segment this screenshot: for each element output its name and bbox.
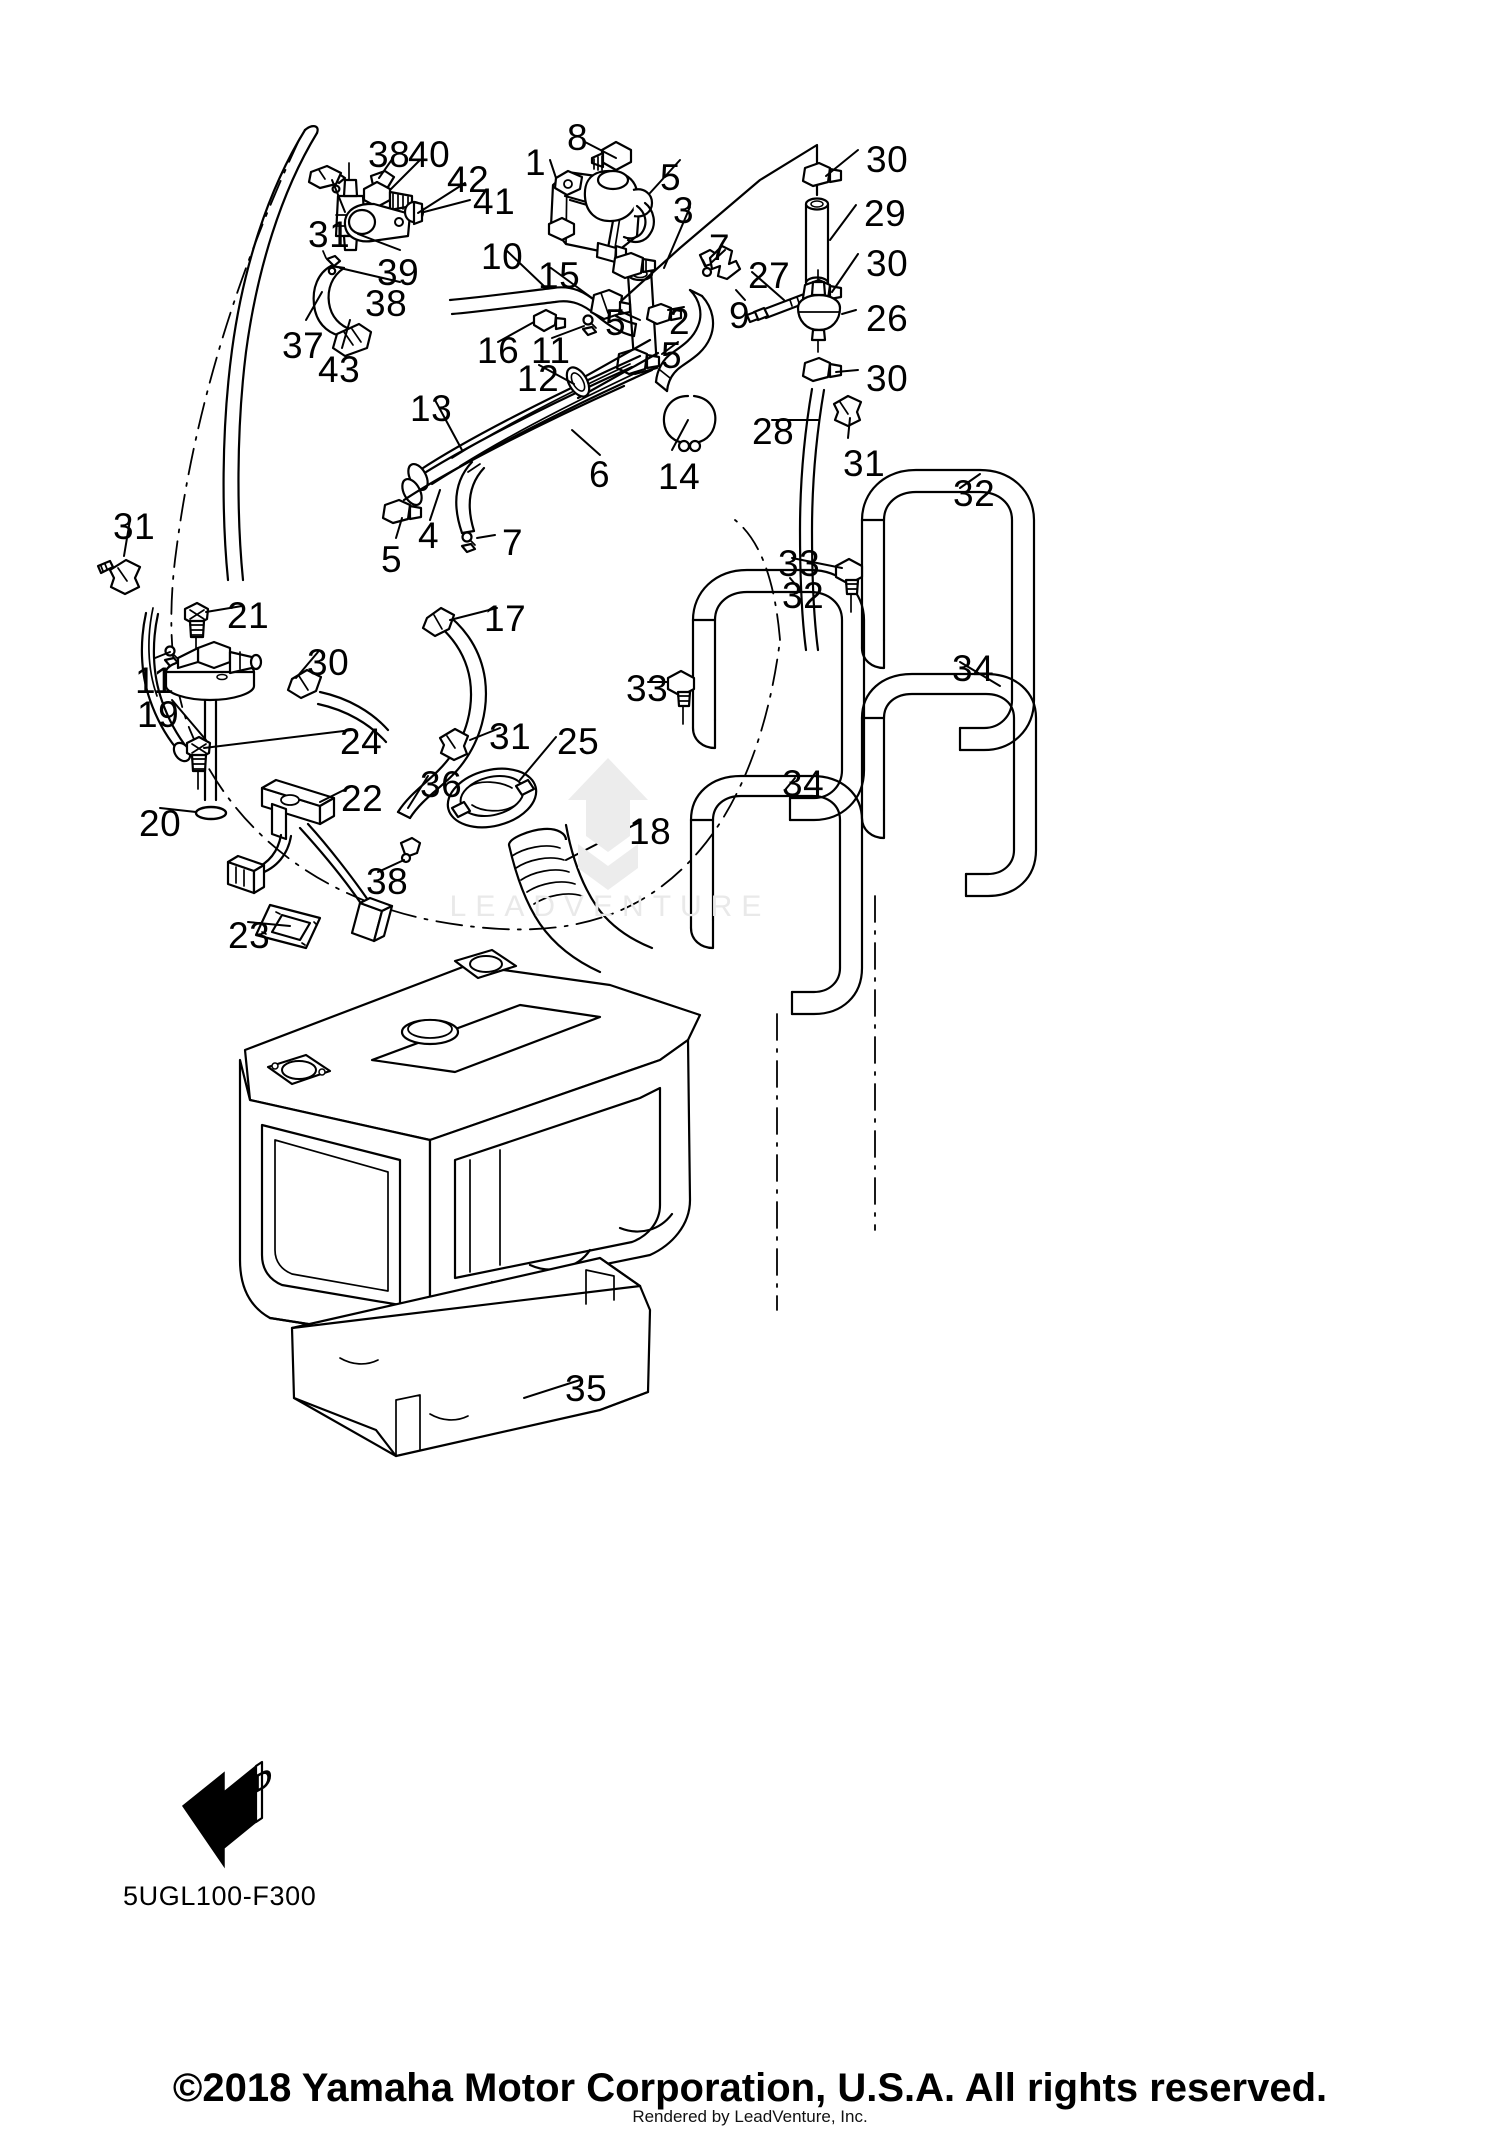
callout-number: 18 (629, 811, 672, 852)
callout-number: 7 (709, 227, 731, 268)
callout-number: 33 (778, 543, 821, 584)
callout-number: 43 (318, 349, 361, 390)
callout-number: 3 (673, 190, 695, 231)
callout-number: 22 (341, 778, 384, 819)
callout-number: 2 (669, 301, 691, 342)
copyright-notice: ©2018 Yamaha Motor Corporation, U.S.A. A… (172, 2066, 1328, 2110)
callout-number: 19 (137, 694, 180, 735)
callout-number: 31 (489, 716, 532, 757)
callout-number: 38 (366, 861, 409, 902)
callout-number: 10 (481, 236, 524, 277)
callout-number: 17 (484, 598, 527, 639)
callout-number: 41 (473, 181, 516, 222)
callout-number: 32 (953, 473, 996, 514)
callout-number: 16 (477, 330, 520, 371)
callout-number: 30 (866, 358, 909, 399)
callout-number: 9 (729, 295, 751, 336)
callout-number: 30 (866, 243, 909, 284)
callout-number: 40 (408, 134, 451, 175)
callout-number: 26 (866, 298, 909, 339)
callout-number: 34 (952, 648, 995, 689)
callout-number: 8 (567, 117, 589, 158)
callout-number: 12 (517, 358, 560, 399)
callout-number: 23 (228, 915, 271, 956)
callout-number: 33 (626, 668, 669, 709)
callout-number: 38 (368, 134, 411, 175)
callout-number: 37 (282, 325, 325, 366)
callout-number: 34 (782, 763, 825, 804)
callout-number: 5 (605, 302, 627, 343)
callout-number: 30 (307, 642, 350, 683)
callout-number: 20 (139, 803, 182, 844)
callout-number: 5 (381, 539, 403, 580)
rendered-by-notice: Rendered by LeadVenture, Inc. (632, 2107, 868, 2126)
callout-number: 28 (752, 411, 795, 452)
callout-number: 30 (866, 139, 909, 180)
callout-number: 32 (782, 575, 825, 616)
callout-number: 5 (661, 335, 683, 376)
part-number-label: 5UGL100-F300 (123, 1881, 317, 1911)
callout-number: 4 (418, 515, 440, 556)
callout-number: 13 (410, 388, 453, 429)
callout-number: 11 (531, 330, 571, 371)
callout-number: 38 (365, 283, 408, 324)
callout-number: 24 (340, 721, 383, 762)
callout-number: 31 (113, 506, 156, 547)
callout-number: 36 (420, 764, 463, 805)
callout-number: 15 (538, 255, 581, 296)
callout-number: 6 (589, 454, 611, 495)
callout-number: 29 (864, 193, 907, 234)
callout-number: 11 (135, 660, 175, 701)
callout-number: 35 (565, 1368, 608, 1409)
callout-number: 14 (658, 456, 701, 497)
callout-number: 27 (748, 255, 791, 296)
callout-number: 21 (227, 595, 270, 636)
callout-number: 5 (660, 157, 682, 198)
callout-number: 31 (843, 443, 886, 484)
callout-number: 42 (447, 159, 490, 200)
callout-number: 25 (557, 721, 600, 762)
callout-number: 31 (308, 214, 351, 255)
callout-number: 7 (502, 522, 524, 563)
callout-number: 39 (377, 252, 420, 293)
callout-number: 1 (525, 142, 547, 183)
